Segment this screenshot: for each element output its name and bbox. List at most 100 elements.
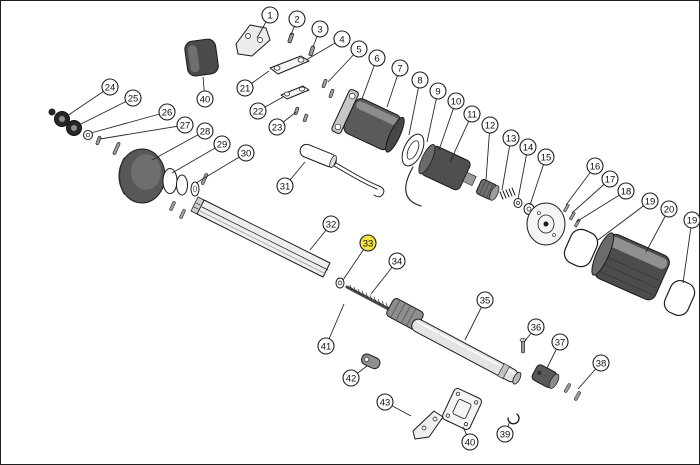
callout-42[interactable]: 42 xyxy=(342,369,360,387)
callout-36[interactable]: 36 xyxy=(527,318,545,336)
part-mount-plate-40 xyxy=(442,388,482,430)
callout-24[interactable]: 24 xyxy=(101,78,119,96)
callout-41[interactable]: 41 xyxy=(317,337,335,355)
svg-text:17: 17 xyxy=(605,174,616,185)
svg-text:19: 19 xyxy=(645,196,656,207)
callout-21[interactable]: 21 xyxy=(236,79,254,97)
part-clevis-42 xyxy=(360,353,381,370)
callout-6[interactable]: 6 xyxy=(368,49,386,67)
svg-text:41: 41 xyxy=(321,341,332,352)
callout-43[interactable]: 43 xyxy=(376,393,394,411)
part-coupler-gear xyxy=(476,179,500,201)
callout-25[interactable]: 25 xyxy=(124,89,142,107)
svg-text:33: 33 xyxy=(363,238,374,249)
part-small-screws-top xyxy=(293,78,335,123)
svg-text:16: 16 xyxy=(590,161,601,172)
part-gasket-right xyxy=(663,279,696,317)
svg-text:40: 40 xyxy=(200,94,211,105)
callout-12[interactable]: 12 xyxy=(481,116,499,134)
part-clip-39 xyxy=(507,413,520,425)
callout-31[interactable]: 31 xyxy=(276,177,294,195)
callout-19[interactable]: 19 xyxy=(683,211,700,229)
svg-text:35: 35 xyxy=(480,295,491,306)
callout-1[interactable]: 1 xyxy=(261,6,279,24)
svg-text:29: 29 xyxy=(217,139,228,150)
callout-5[interactable]: 5 xyxy=(350,40,368,58)
svg-text:11: 11 xyxy=(467,109,477,120)
part-washer-33 xyxy=(335,277,345,289)
svg-text:9: 9 xyxy=(435,86,440,97)
svg-text:20: 20 xyxy=(664,204,675,215)
part-roller-wheels xyxy=(48,108,82,136)
callout-8[interactable]: 8 xyxy=(411,71,429,89)
callout-38[interactable]: 38 xyxy=(592,354,610,372)
callout-39[interactable]: 39 xyxy=(496,425,514,443)
part-mount-bracket-top xyxy=(235,24,271,57)
callout-40[interactable]: 40 xyxy=(461,433,479,451)
svg-text:38: 38 xyxy=(596,358,607,369)
part-wire-loop xyxy=(405,166,422,207)
part-motor xyxy=(331,89,405,153)
svg-text:2: 2 xyxy=(294,14,299,25)
callout-35[interactable]: 35 xyxy=(476,291,494,309)
leader-line-10 xyxy=(438,100,457,151)
part-end-fitting-37 xyxy=(531,364,560,389)
svg-text:37: 37 xyxy=(555,337,566,348)
callout-33-highlighted[interactable]: 33 xyxy=(359,234,377,252)
callout-20[interactable]: 20 xyxy=(660,200,678,218)
leader-line-29 xyxy=(171,143,223,174)
callout-28[interactable]: 28 xyxy=(196,122,214,140)
callout-37[interactable]: 37 xyxy=(551,333,569,351)
callout-7[interactable]: 7 xyxy=(391,59,409,77)
callout-10[interactable]: 10 xyxy=(447,92,465,110)
svg-text:12: 12 xyxy=(485,120,496,131)
part-cylinder-31 xyxy=(299,143,385,198)
svg-text:10: 10 xyxy=(451,96,462,107)
svg-text:19: 19 xyxy=(687,215,698,226)
parts-drawing xyxy=(48,24,696,440)
callout-22[interactable]: 22 xyxy=(249,102,267,120)
svg-text:22: 22 xyxy=(253,106,264,117)
svg-text:25: 25 xyxy=(128,93,139,104)
callout-40[interactable]: 40 xyxy=(196,90,214,108)
svg-text:40: 40 xyxy=(465,437,476,448)
svg-text:4: 4 xyxy=(339,34,344,45)
callout-34[interactable]: 34 xyxy=(388,252,406,270)
callout-4[interactable]: 4 xyxy=(333,30,351,48)
callout-15[interactable]: 15 xyxy=(537,148,555,166)
svg-text:5: 5 xyxy=(356,44,361,55)
svg-text:8: 8 xyxy=(417,75,422,86)
callout-19[interactable]: 19 xyxy=(641,192,659,210)
callout-23[interactable]: 23 xyxy=(268,118,286,136)
callout-18[interactable]: 18 xyxy=(617,182,635,200)
callout-2[interactable]: 2 xyxy=(288,10,306,28)
callout-16[interactable]: 16 xyxy=(586,157,604,175)
part-solenoid-canister xyxy=(418,144,477,191)
callout-26[interactable]: 26 xyxy=(158,103,176,121)
leader-line-12 xyxy=(485,124,491,181)
callout-27[interactable]: 27 xyxy=(176,116,194,134)
callout-30[interactable]: 30 xyxy=(237,144,255,162)
leader-line-13 xyxy=(501,137,512,191)
callout-32[interactable]: 32 xyxy=(322,215,340,233)
svg-text:18: 18 xyxy=(621,186,632,197)
part-screws-38 xyxy=(564,383,581,401)
callout-9[interactable]: 9 xyxy=(429,82,447,100)
svg-text:6: 6 xyxy=(374,53,379,64)
callout-17[interactable]: 17 xyxy=(601,170,619,188)
part-end-cap-disc xyxy=(526,202,566,246)
callout-14[interactable]: 14 xyxy=(519,138,537,156)
svg-text:26: 26 xyxy=(162,107,173,118)
leader-line-30 xyxy=(195,152,247,184)
part-spring xyxy=(499,187,516,200)
callout-11[interactable]: 11 xyxy=(463,105,481,123)
callout-13[interactable]: 13 xyxy=(502,129,520,147)
svg-text:21: 21 xyxy=(240,83,251,94)
svg-text:7: 7 xyxy=(397,63,402,74)
part-rear-housing xyxy=(591,232,670,301)
part-link-plate-upper xyxy=(269,55,310,75)
callout-3[interactable]: 3 xyxy=(311,20,329,38)
leader-line-28 xyxy=(151,130,206,161)
callout-29[interactable]: 29 xyxy=(213,135,231,153)
